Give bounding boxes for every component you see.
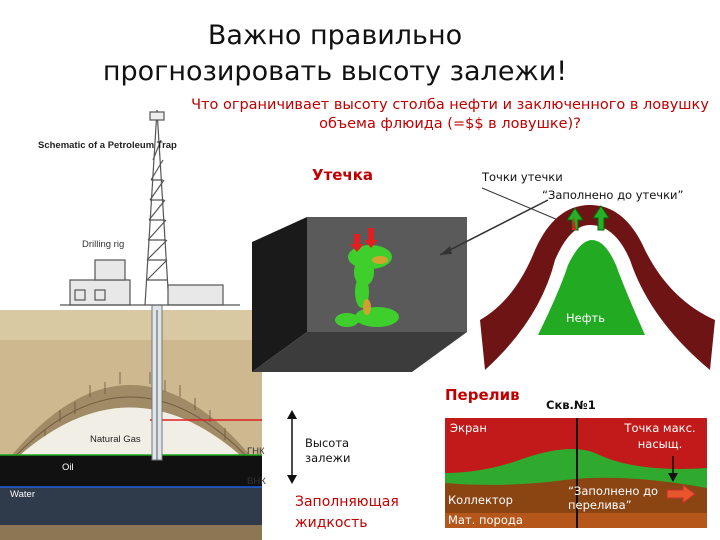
water-label: Water [10, 489, 35, 500]
height-label: Высота залежи [305, 436, 351, 465]
lower-brick [0, 525, 262, 540]
slide-title-text: Важно правильно прогнозировать высоту за… [102, 20, 568, 87]
spill-arrow [666, 484, 696, 504]
leak-arrows [566, 205, 610, 231]
leak-points-label: Точки утечки [482, 170, 563, 184]
trap-schematic: Schematic of a Petroleum Trap Drilling r… [0, 110, 262, 540]
seismic-dark-panel [252, 217, 307, 372]
leak-label: Утечка [312, 166, 374, 184]
vnk-label: ВНК [247, 476, 266, 487]
oil-zone [538, 240, 645, 335]
seismic-red-arrows [350, 228, 378, 252]
leak-pointer-arrow [440, 199, 549, 256]
leak-diagram [440, 187, 715, 370]
filled-to-spill-label: “Заполнено до перелива” [568, 484, 659, 512]
seismic-view [252, 217, 467, 372]
trap-title-line: Schematic of a Petroleum Trap [38, 140, 177, 151]
sand-layer [0, 310, 262, 340]
water-zone [0, 487, 262, 527]
slide-question: Что ограничивает высоту столба нефти и з… [191, 97, 709, 132]
seismic-cube-base [252, 332, 467, 372]
natural-gas-label: Natural Gas [90, 434, 141, 445]
drilling-rig-drawing [60, 110, 240, 306]
trap-title: Schematic of a Petroleum Trap [38, 140, 177, 151]
oil-zone [0, 455, 262, 487]
filled-to-leak-label: “Заполнено до утечки” [542, 188, 684, 202]
oil-label: Нефть [566, 311, 606, 325]
max-saturation-label: Точка макс. насыщ. [624, 421, 696, 451]
height-arrow [287, 410, 297, 484]
drilling-rig-label: Drilling rig [82, 239, 124, 250]
spill-diagram [445, 418, 707, 528]
oil-label: Oil [62, 462, 74, 473]
seismic-cube-top [307, 217, 467, 332]
seal-layer [480, 205, 715, 370]
fill-fluid-label: Заполняющая жидкость [295, 494, 399, 531]
reservoir-label: Коллектор [448, 493, 513, 507]
spill-title: Перелив [445, 386, 520, 404]
well-label: Скв.№1 [546, 398, 596, 412]
spill-seal-label: Экран [450, 421, 487, 435]
host-rock-label: Мат. порода [448, 513, 523, 527]
gnk-label: ГНК [247, 446, 265, 457]
slide-title: Важно правильно прогнозировать высоту за… [0, 18, 660, 90]
